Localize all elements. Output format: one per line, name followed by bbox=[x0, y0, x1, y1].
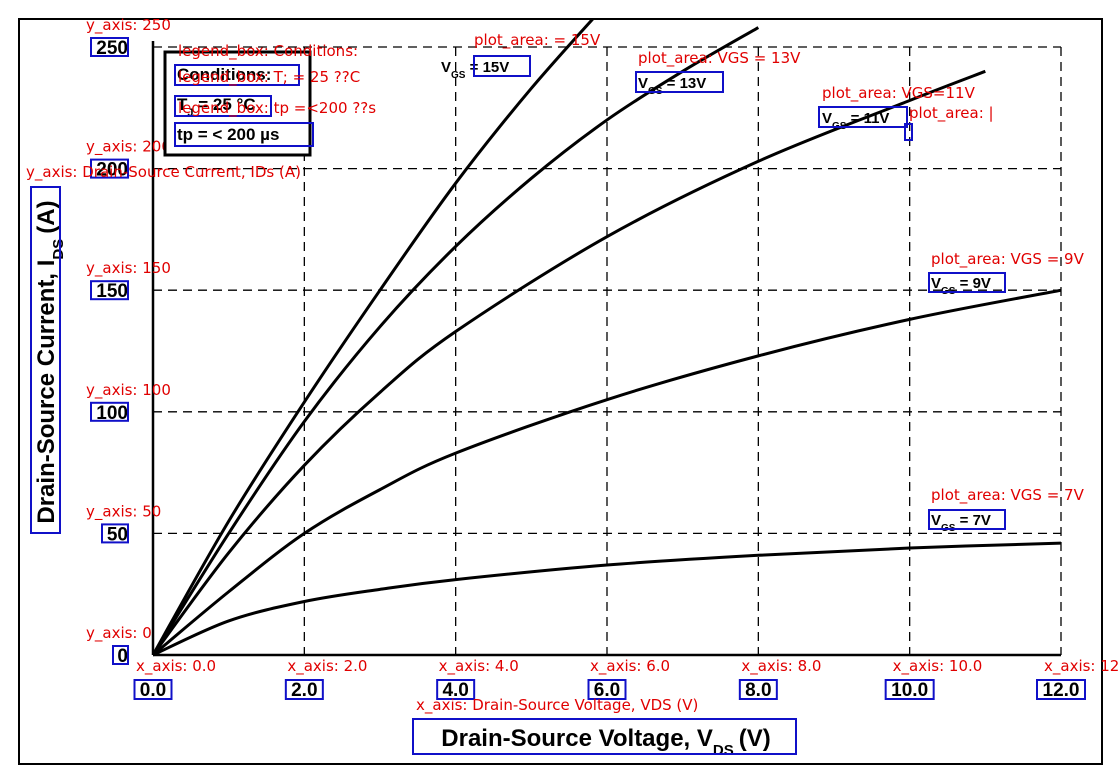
x-tick-label: 4.0 bbox=[442, 680, 468, 701]
y-tick-box bbox=[101, 523, 129, 544]
y-tick-annotation: y_axis: 50 bbox=[86, 502, 161, 521]
legend-conditions: Conditions: bbox=[177, 65, 271, 84]
y-tick-label: 50 bbox=[107, 524, 128, 545]
x-tick-annotation: x_axis: 10.0 bbox=[893, 657, 983, 676]
x-axis-title-text: Drain-Source Voltage, VDS(V) bbox=[441, 725, 770, 759]
x-tick-annotation: x_axis: 2.0 bbox=[287, 657, 367, 676]
label-vgs-9-box bbox=[928, 272, 1006, 293]
label-vgs-7-box bbox=[928, 509, 1006, 530]
x-tick-label: 6.0 bbox=[594, 680, 620, 701]
label-vgs-15-box bbox=[473, 55, 531, 77]
ann-plot-15: plot_area: = 15V bbox=[474, 31, 601, 50]
legend-box: Conditions: TJ = 25 °C tp = < 200 µs bbox=[163, 50, 314, 157]
y-tick-labels: 0 y_axis: 0 50 y_axis: 50 100 y_axis: 100 150 y… bbox=[86, 16, 171, 667]
x-tick-annotation: x_axis: 4.0 bbox=[439, 657, 519, 676]
x-tick-label: 2.0 bbox=[291, 680, 317, 701]
x-tick-label: 8.0 bbox=[745, 680, 771, 701]
legend-pulse-width: tp = < 200 µs bbox=[177, 125, 279, 144]
y-tick-box bbox=[90, 37, 129, 57]
y-axis-title-text: Drain-Source Current, IDS(A) bbox=[33, 200, 67, 523]
curve-vgs-series-4 bbox=[153, 541, 1061, 657]
label-bar-box bbox=[904, 123, 913, 141]
chart-frame bbox=[18, 18, 1103, 765]
legend-frame bbox=[163, 50, 312, 157]
y-tick-box bbox=[90, 401, 129, 422]
grid-lines bbox=[153, 46, 1062, 655]
label-vgs-15: VGS = 15V bbox=[441, 59, 509, 81]
y-tick-box bbox=[90, 158, 129, 179]
x-tick-label: 0.0 bbox=[140, 680, 166, 701]
ann-plot-11: plot_area: VGS=11V bbox=[822, 84, 976, 103]
y-tick-label: 100 bbox=[96, 403, 128, 424]
x-tick-annotation: x_axis: 8.0 bbox=[741, 657, 821, 676]
label-vgs-9: VGS = 9V bbox=[931, 275, 991, 297]
x-tick-box bbox=[587, 679, 627, 700]
label-vgs-11: VGS = 11V bbox=[822, 110, 889, 132]
x-tick-annotation: x_axis: 0.0 bbox=[136, 657, 216, 676]
ann-plot-9: plot_area: VGS = 9V bbox=[931, 250, 1085, 269]
ann-plot-7: plot_area: VGS = 7V bbox=[931, 486, 1085, 505]
label-vgs-7: VGS = 7V bbox=[931, 512, 991, 534]
x-tick-box bbox=[1036, 679, 1086, 700]
y-tick-label: 200 bbox=[96, 160, 128, 181]
x-tick-box bbox=[133, 679, 173, 700]
y-tick-annotation: y_axis: 200 bbox=[86, 138, 171, 157]
y-tick-annotation: y_axis: 0 bbox=[86, 624, 152, 643]
label-vgs-13: VGS = 13V bbox=[638, 75, 706, 97]
legend-highlight-3 bbox=[174, 122, 314, 147]
y-tick-annotation: y_axis: 100 bbox=[86, 381, 171, 400]
y-tick-box bbox=[112, 645, 129, 665]
curve-vgs-series-0 bbox=[153, 20, 594, 656]
ann-legend-2: legend_box: T; = 25 ??C bbox=[178, 68, 360, 87]
y-axis-title: Drain-Source Current, IDS(A) bbox=[30, 186, 67, 534]
y-tick-annotation: y_axis: 150 bbox=[86, 259, 171, 278]
axes bbox=[151, 41, 1061, 657]
curve-vgs-series-2 bbox=[153, 69, 986, 656]
y-axis-title-box bbox=[30, 186, 61, 534]
x-tick-labels: 0.0 x_axis: 0.0 2.0 x_axis: 2.0 4.0 x_axis: 4… bbox=[133, 657, 1120, 701]
x-tick-label: 12.0 bbox=[1043, 680, 1080, 701]
annotation-overlay: legend_box: Conditions: legend_box: T; =… bbox=[26, 31, 1085, 715]
legend-highlight-2 bbox=[174, 95, 272, 117]
y-tick-label: 0 bbox=[117, 646, 128, 667]
y-tick-annotation: y_axis: 250 bbox=[86, 16, 171, 35]
x-tick-box bbox=[436, 679, 476, 700]
curve-vgs-series-3 bbox=[153, 288, 1061, 657]
x-tick-box bbox=[884, 679, 935, 700]
legend-highlight-1 bbox=[174, 64, 300, 86]
legend-temperature: TJ = 25 °C bbox=[177, 95, 256, 119]
ann-legend-1: legend_box: Conditions: bbox=[178, 42, 358, 61]
y-tick-box bbox=[90, 280, 129, 301]
ann-x-title: x_axis: Drain-Source Voltage, VDS (V) bbox=[416, 696, 698, 715]
ann-y-title: y_axis: Drain-Source Current, IDs (A) bbox=[26, 163, 301, 182]
x-axis-title: Drain-Source Voltage, VDS(V) bbox=[412, 718, 797, 759]
label-vgs-13-box bbox=[635, 71, 724, 93]
x-tick-annotation: x_axis: 12.0 bbox=[1044, 657, 1120, 676]
x-tick-annotation: x_axis: 6.0 bbox=[590, 657, 670, 676]
x-axis-title-box bbox=[412, 718, 797, 755]
x-tick-label: 10.0 bbox=[891, 680, 928, 701]
curve-labels: VGS = 15V VGS = 13V VGS = 11V VGS = 9V V… bbox=[441, 55, 1006, 534]
y-tick-label: 150 bbox=[96, 281, 128, 302]
y-tick-label: 250 bbox=[96, 38, 128, 59]
ann-plot-13: plot_area: VGS = 13V bbox=[638, 49, 801, 68]
x-tick-box bbox=[284, 679, 324, 700]
ann-legend-3: legend_box: tp =<200 ??s bbox=[178, 99, 376, 118]
label-vgs-11-box bbox=[818, 106, 908, 128]
x-tick-box bbox=[738, 679, 778, 700]
ann-plot-bar: plot_area: | bbox=[909, 104, 994, 123]
